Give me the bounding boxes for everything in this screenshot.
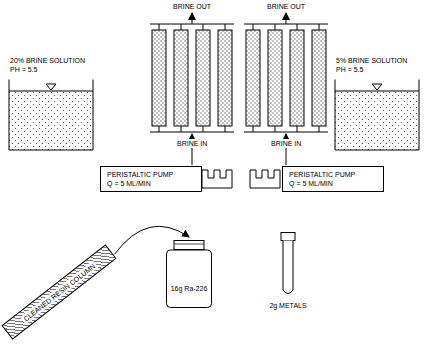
pump-box: PERISTALTIC PUMPQ = 5 ML/MIN (282, 166, 384, 192)
bottle-label: 16g Ra-226 (171, 284, 208, 293)
column-group (150, 24, 234, 132)
tank-outline (8, 79, 94, 151)
column-group (244, 24, 328, 132)
tank-label: 20% BRINE SOLUTION (8, 56, 94, 65)
column-label: CLEANED RESIN COLUMN (20, 260, 99, 324)
pump-symbol (202, 170, 280, 188)
brine-tank: 5% BRINE SOLUTIONPH = 5.5 (334, 56, 420, 151)
tank-outline (334, 79, 420, 151)
tube-label: 2g METALS (267, 301, 309, 310)
tube-outline (280, 232, 296, 298)
flow-label: BRINE IN (176, 139, 208, 148)
tank-label: PH = 5.5 (8, 65, 94, 74)
tank-label: PH = 5.5 (334, 65, 420, 74)
flow-label: BRINE OUT (266, 2, 306, 11)
brine-tank: 20% BRINE SOLUTIONPH = 5.5 (8, 56, 94, 151)
pump-label: PERISTALTIC PUMP (289, 170, 377, 179)
flow-label: BRINE OUT (172, 2, 212, 11)
bottle-outline (166, 240, 212, 308)
flow-label: BRINE IN (270, 139, 302, 148)
pump-label: Q = 5 ML/MIN (107, 179, 195, 188)
tank-label: 5% BRINE SOLUTION (334, 56, 420, 65)
pump-label: PERISTALTIC PUMP (107, 170, 195, 179)
pump-box: PERISTALTIC PUMPQ = 5 ML/MIN (100, 166, 202, 192)
sample-bottle: 16g Ra-226 (166, 240, 212, 308)
sample-tube: 2g METALS (267, 232, 309, 310)
resin-column: CLEANED RESIN COLUMN (1, 244, 116, 339)
pump-label: Q = 5 ML/MIN (289, 179, 377, 188)
